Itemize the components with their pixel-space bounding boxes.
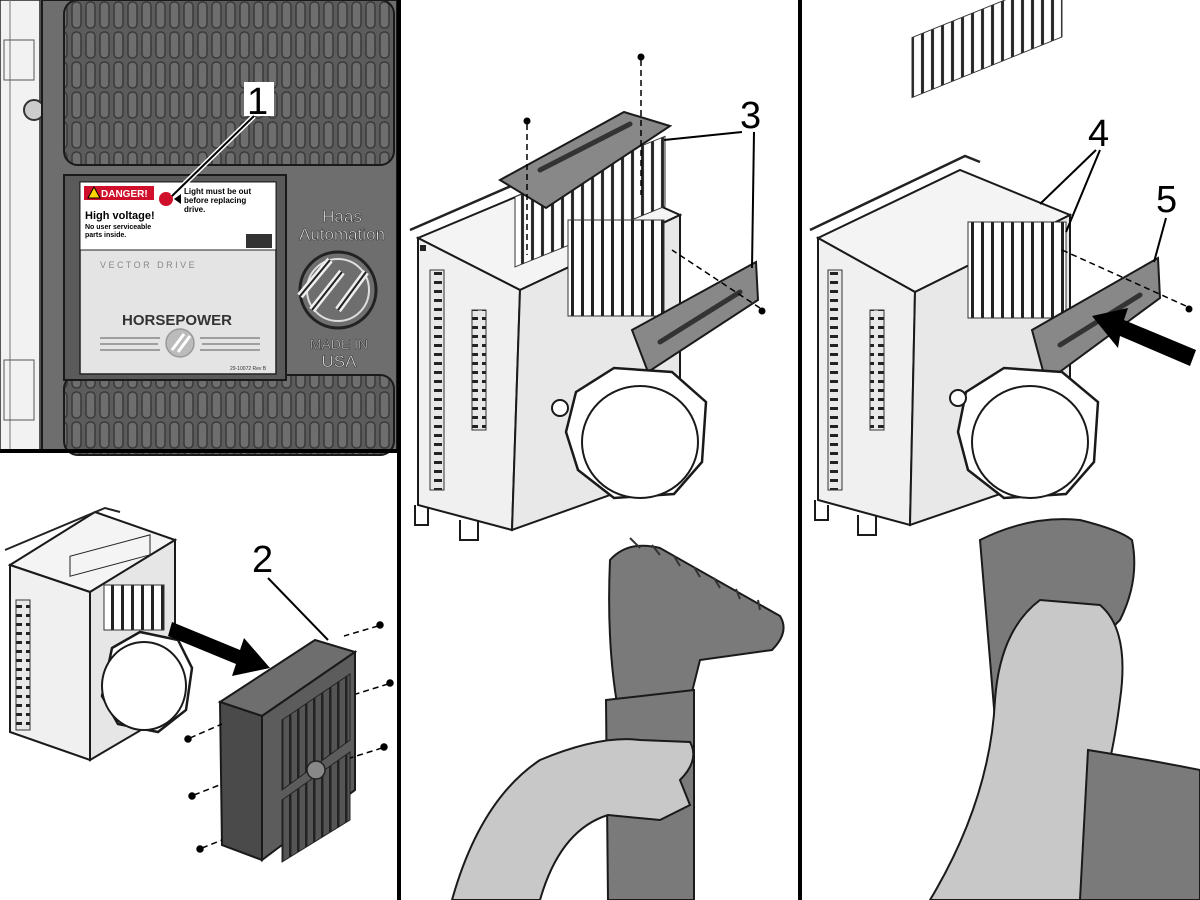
direction-arrow-icon bbox=[1092, 308, 1196, 366]
side-vents bbox=[827, 269, 843, 491]
air-nozzle bbox=[1078, 748, 1200, 900]
access-plate-top bbox=[498, 110, 673, 210]
haas-logo-small-icon bbox=[100, 328, 260, 358]
light-msg-1: Light must be out bbox=[184, 187, 251, 196]
screw-icon bbox=[758, 307, 766, 315]
no-user-text-1: No user serviceable bbox=[85, 224, 151, 231]
callout-4: 4 bbox=[1088, 113, 1109, 155]
panel-4-reinstall: 4 5 bbox=[809, 0, 1200, 900]
vacuum-nozzle bbox=[608, 544, 785, 722]
indicator-light-icon bbox=[159, 192, 173, 206]
danger-text: DANGER! bbox=[101, 189, 148, 200]
callout-5: 5 bbox=[1156, 179, 1177, 221]
no-user-text-2: parts inside. bbox=[85, 232, 126, 239]
brand-name-1: Haas bbox=[322, 207, 362, 226]
screw-icon bbox=[184, 621, 394, 853]
danger-badge bbox=[84, 186, 154, 200]
horsepower-text: HORSEPOWER bbox=[122, 312, 232, 329]
warning-icon bbox=[87, 185, 101, 199]
panel-2-remove-cover: 2 bbox=[4, 506, 394, 863]
screw-icon bbox=[523, 117, 531, 125]
callout-3: 3 bbox=[740, 95, 761, 137]
top-heatsink-fins bbox=[911, 0, 1063, 99]
top-vents bbox=[103, 584, 165, 631]
high-voltage-text: High voltage! bbox=[85, 210, 155, 222]
direction-arrow-icon bbox=[168, 622, 270, 676]
callout-1: 1 bbox=[247, 81, 268, 123]
haas-logo-icon bbox=[297, 250, 378, 330]
part-number-text: 29-10072 Rev B bbox=[230, 366, 267, 372]
heatsink-grille-top bbox=[63, 0, 395, 166]
country-text: USA bbox=[322, 352, 358, 371]
hand-left bbox=[450, 738, 695, 900]
access-plate-side bbox=[630, 260, 760, 374]
screw-icon bbox=[1185, 305, 1193, 313]
side-heatsink-fins bbox=[967, 221, 1067, 319]
callout-2: 2 bbox=[252, 539, 273, 581]
light-msg-2: before replacing bbox=[184, 196, 246, 205]
screw-icon bbox=[637, 53, 645, 61]
vector-drive-text: V E C T O R D R I V E bbox=[100, 260, 195, 270]
made-in-text: MADE IN bbox=[310, 336, 368, 352]
heatsink-grille-bottom bbox=[63, 374, 395, 456]
side-vents bbox=[429, 269, 445, 491]
light-msg-3: drive. bbox=[184, 205, 205, 214]
brand-name-2: Automation bbox=[299, 225, 385, 244]
side-vents bbox=[15, 599, 31, 731]
panel-1-drive-front: DANGER! Light must be out before replaci… bbox=[0, 0, 398, 456]
side-heatsink-fins bbox=[567, 219, 665, 317]
panel-3-clean-heatsink: 3 bbox=[409, 53, 785, 900]
